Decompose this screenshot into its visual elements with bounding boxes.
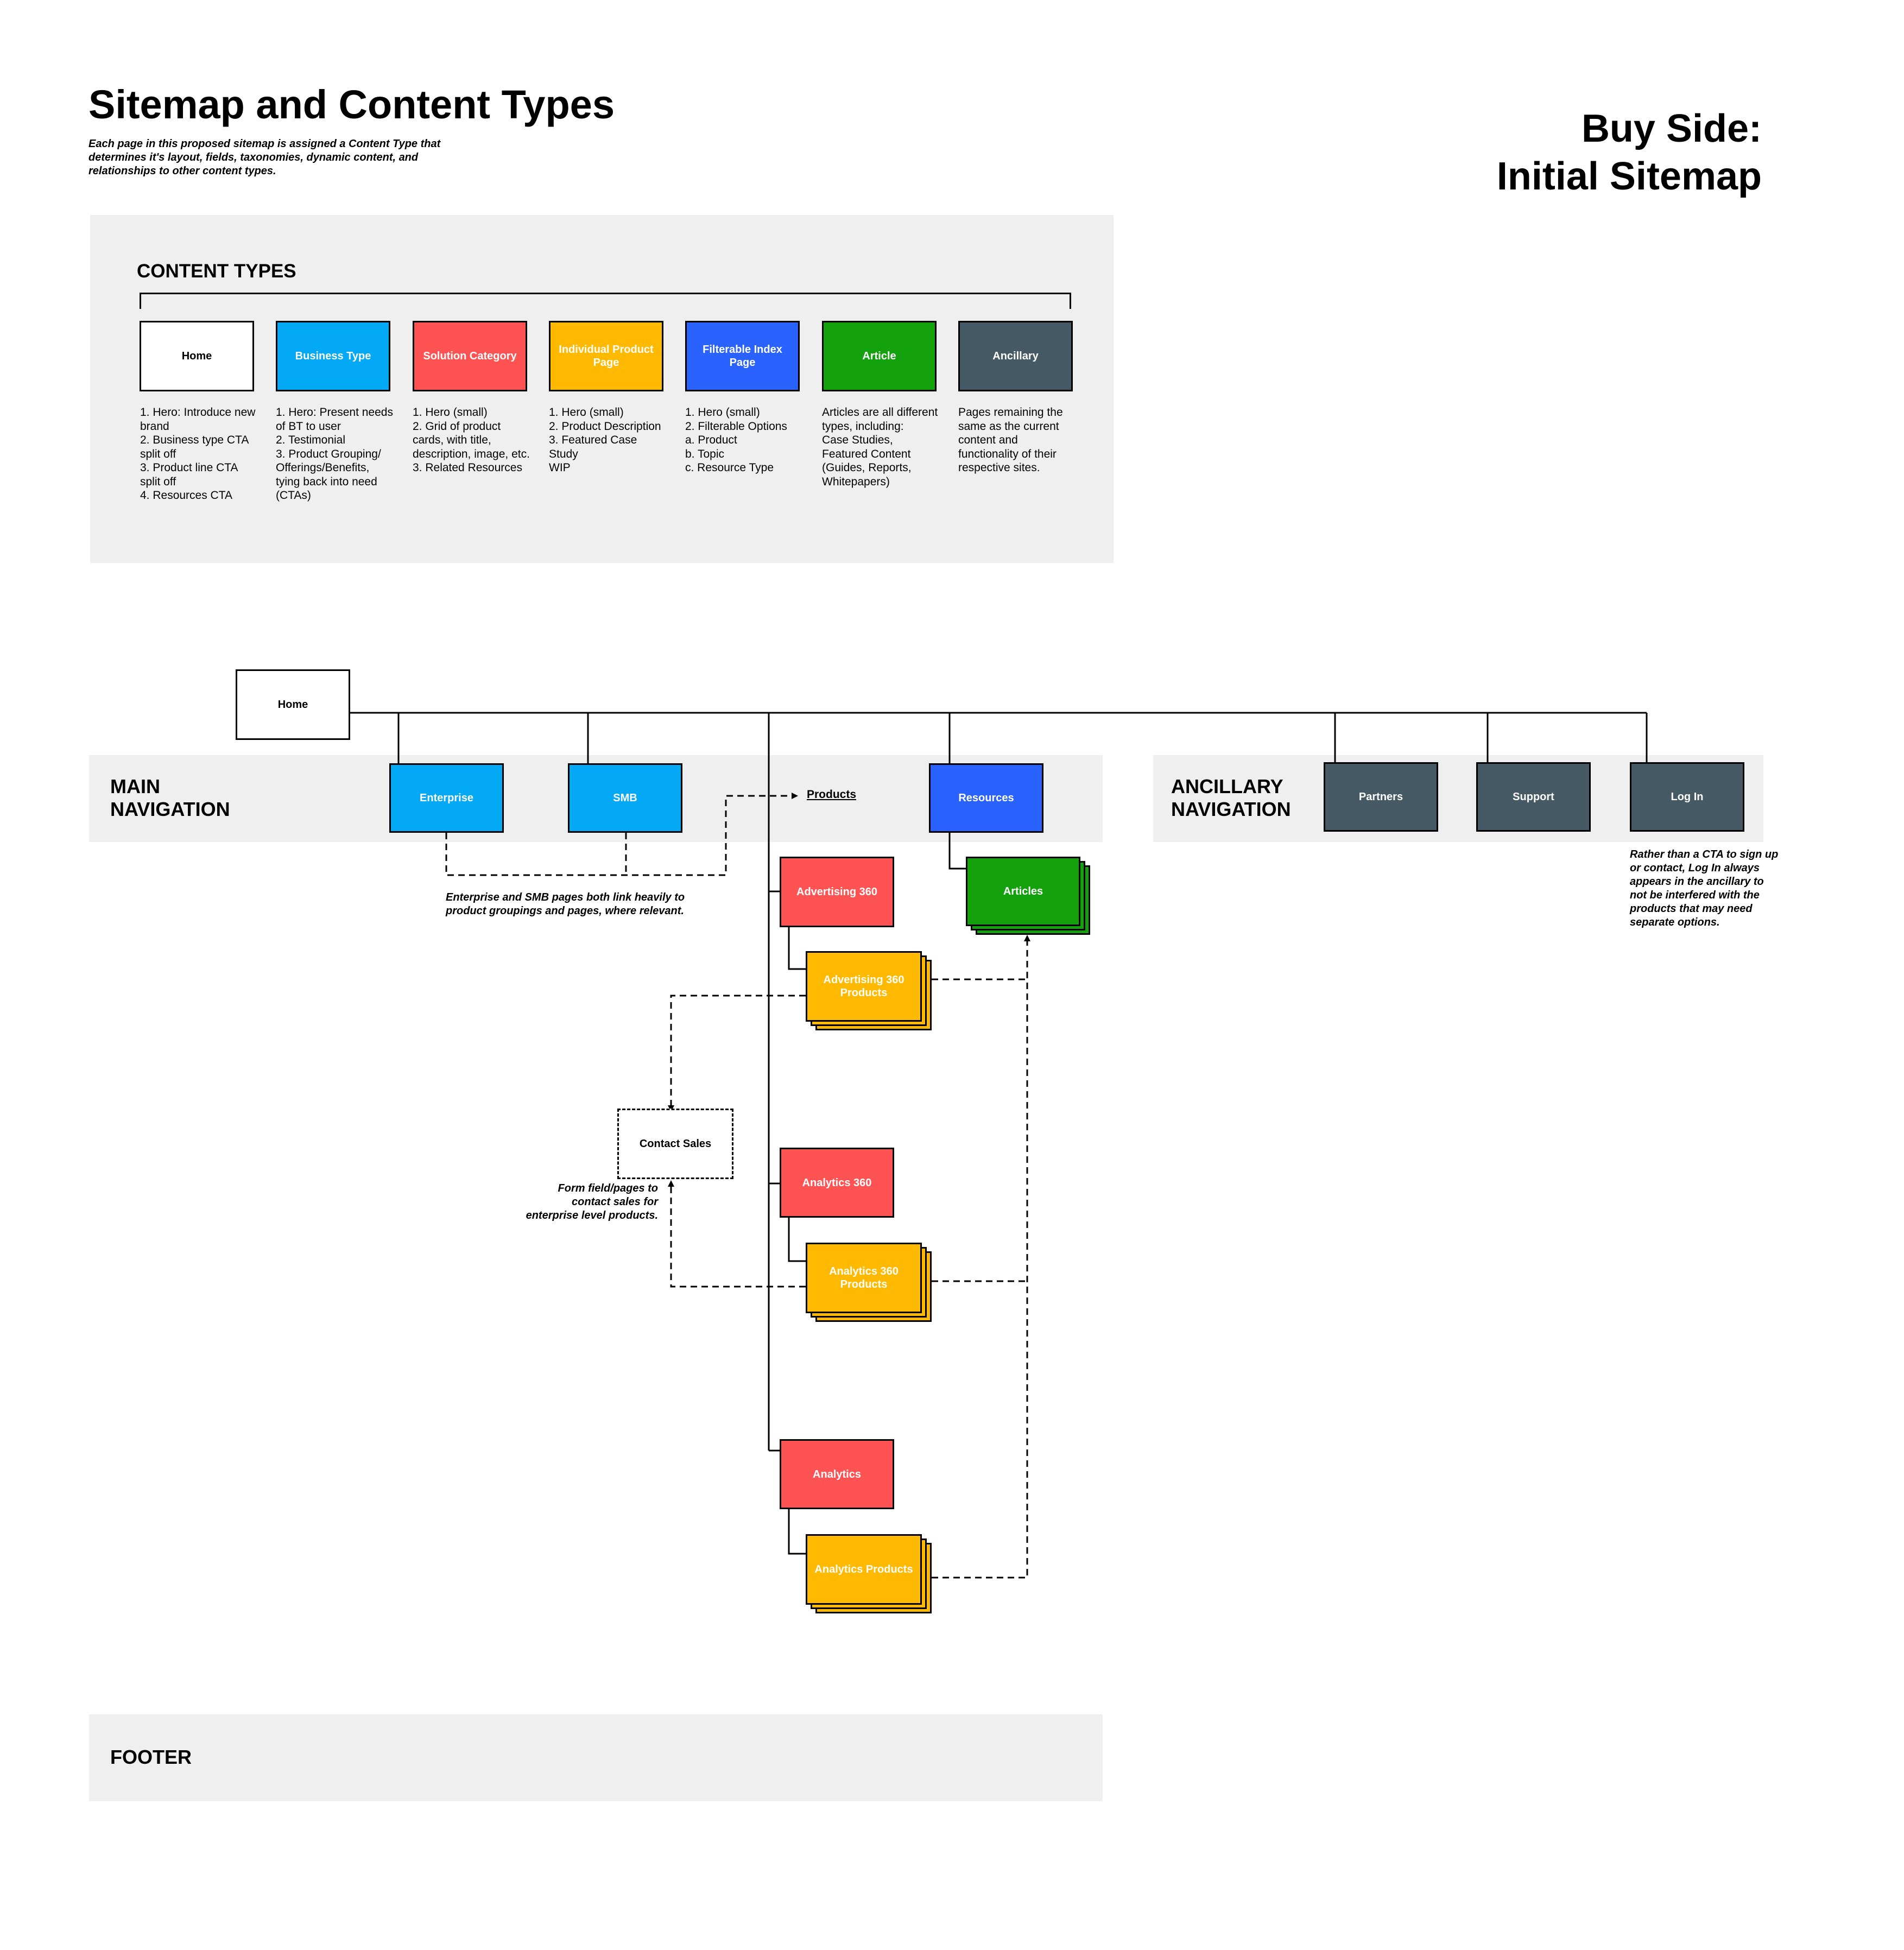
arrowhead xyxy=(792,793,798,799)
login-page[interactable]: Log In xyxy=(1630,762,1744,832)
node-label: Analytics 360 xyxy=(802,1176,872,1189)
advertising-360-products-page[interactable]: Advertising 360 Products xyxy=(806,951,922,1022)
analytics-page[interactable]: Analytics xyxy=(780,1439,894,1509)
node-label: Analytics 360 Products xyxy=(829,1265,899,1290)
content-type-label: Solution Category xyxy=(423,350,517,362)
content-type-description: Pages remaining the same as the current … xyxy=(958,406,1063,474)
content-type-description: 1. Hero (small) 2. Filterable Options a.… xyxy=(685,406,787,474)
content-type-business-type[interactable]: Business Type xyxy=(276,321,390,391)
enterprise-smb-note: Enterprise and SMB pages both link heavi… xyxy=(446,891,685,917)
content-type-individual-product-page[interactable]: Individual Product Page xyxy=(549,321,663,391)
footer-label: FOOTER xyxy=(110,1746,192,1768)
partners-page[interactable]: Partners xyxy=(1324,762,1438,832)
analytics-contact-link xyxy=(670,1185,806,1288)
content-type-label: Home xyxy=(181,350,212,362)
node-label: Log In xyxy=(1671,791,1704,803)
analytics-360-page[interactable]: Analytics 360 xyxy=(780,1148,894,1218)
content-type-description: 1. Hero: Introduce new brand 2. Business… xyxy=(140,406,256,502)
node-label: Partners xyxy=(1358,791,1403,803)
content-type-label: Individual Product Page xyxy=(559,344,654,369)
node-label: Advertising 360 xyxy=(796,886,877,898)
side-title: Buy Side: Initial Sitemap xyxy=(1496,107,1762,198)
content-type-description: 1. Hero (small) 2. Product Description 3… xyxy=(549,406,661,474)
node-label: Advertising 360 Products xyxy=(823,974,904,999)
node-label: Analytics xyxy=(813,1468,861,1480)
home-page[interactable]: Home xyxy=(236,669,350,740)
enterprise-products-link xyxy=(445,795,794,876)
content-type-home[interactable]: Home xyxy=(140,321,254,391)
products-link[interactable]: Products xyxy=(807,788,857,801)
node-label: Home xyxy=(277,699,308,711)
content-type-label: Filterable Index Page xyxy=(703,344,782,369)
ancillary-navigation-label: ANCILLARY NAVIGATION xyxy=(1171,775,1291,820)
analytics-articles-link xyxy=(932,939,1028,1579)
content-type-filterable-index-page[interactable]: Filterable Index Page xyxy=(685,321,800,391)
arrowhead xyxy=(668,1180,674,1187)
node-label: Resources xyxy=(958,792,1014,804)
content-type-ancillary[interactable]: Ancillary xyxy=(958,321,1073,391)
analytics-products-connector xyxy=(788,1509,806,1555)
arrowhead xyxy=(1024,935,1030,941)
node-label: Enterprise xyxy=(420,792,473,804)
node-label: SMB xyxy=(613,792,637,804)
advertising-products-connector xyxy=(788,927,806,970)
articles-page[interactable]: Articles xyxy=(966,857,1080,926)
login-note: Rather than a CTA to sign up or contact,… xyxy=(1630,849,1779,928)
analytics-360-products-connector xyxy=(788,1218,806,1262)
node-label: Support xyxy=(1513,791,1554,803)
node-label: Contact Sales xyxy=(639,1138,712,1150)
node-label: Analytics Products xyxy=(814,1563,913,1575)
page-subtitle: Each page in this proposed sitemap is as… xyxy=(88,138,441,177)
contact-sales-note: Form field/pages to contact sales for en… xyxy=(526,1182,658,1221)
content-type-label: Ancillary xyxy=(992,350,1039,362)
content-type-article[interactable]: Article xyxy=(822,321,937,391)
node-label: Articles xyxy=(1003,885,1043,897)
analytics-products-page[interactable]: Analytics Products xyxy=(806,1534,922,1605)
content-type-description: 1. Hero (small) 2. Grid of product cards… xyxy=(413,406,530,474)
contact-sales-page[interactable]: Contact Sales xyxy=(617,1109,733,1179)
resources-page[interactable]: Resources xyxy=(929,763,1043,833)
content-type-solution-category[interactable]: Solution Category xyxy=(413,321,527,391)
advertising-360-page[interactable]: Advertising 360 xyxy=(780,857,894,927)
analytics-360-products-page[interactable]: Analytics 360 Products xyxy=(806,1243,922,1313)
articles-connector xyxy=(948,833,966,870)
smb-page[interactable]: SMB xyxy=(568,763,682,833)
footer-band xyxy=(89,1714,1103,1801)
content-types-title: CONTENT TYPES xyxy=(137,261,296,282)
content-type-label: Article xyxy=(862,350,896,362)
main-navigation-label: MAIN NAVIGATION xyxy=(110,775,230,820)
enterprise-page[interactable]: Enterprise xyxy=(389,763,504,833)
content-type-label: Business Type xyxy=(295,350,371,362)
page-title: Sitemap and Content Types xyxy=(88,82,615,127)
content-type-description: Articles are all different types, includ… xyxy=(822,406,938,488)
support-page[interactable]: Support xyxy=(1476,762,1591,832)
content-type-description: 1. Hero: Present needs of BT to user 2. … xyxy=(276,406,393,502)
advertising-contact-link xyxy=(670,995,806,1107)
content-types-bracket xyxy=(140,293,1071,309)
